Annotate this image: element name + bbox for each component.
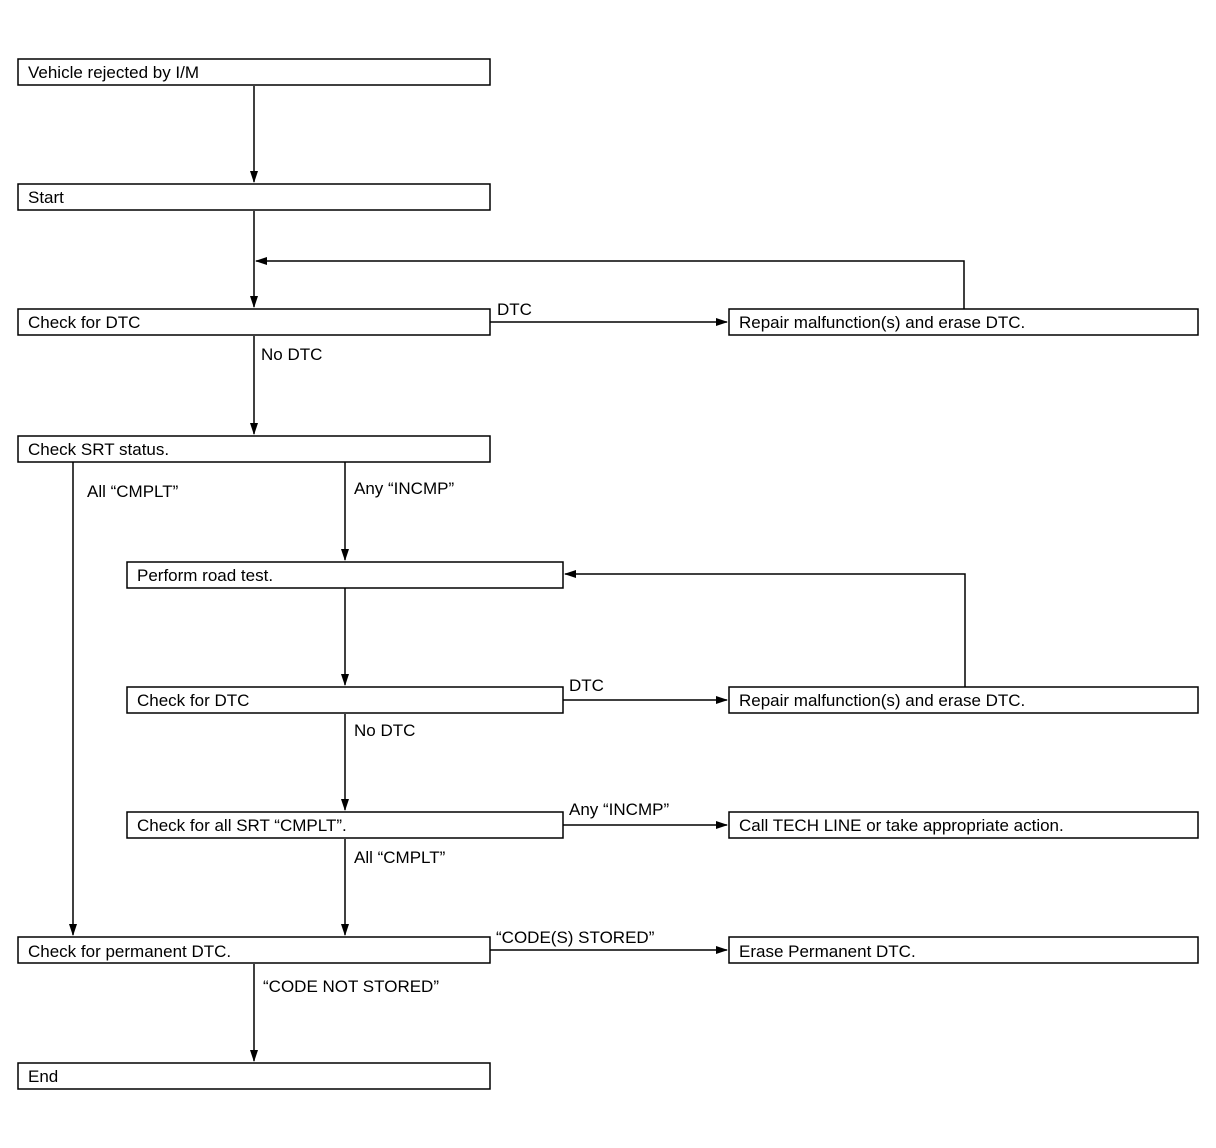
edge-label-any-incmp-1: Any “INCMP” [354, 479, 454, 498]
edge-label-no-dtc-1: No DTC [261, 345, 322, 364]
node-vehicle-rejected: Vehicle rejected by I/M [17, 58, 491, 86]
node-tech-line-label: Call TECH LINE or take appropriate actio… [739, 816, 1064, 835]
edge-label-no-dtc-2: No DTC [354, 721, 415, 740]
edge-label-any-incmp-2: Any “INCMP” [569, 800, 669, 819]
node-erase-permanent-label: Erase Permanent DTC. [739, 942, 916, 961]
node-start: Start [17, 183, 491, 211]
node-end-label: End [28, 1067, 58, 1086]
node-check-dtc-1: Check for DTC [17, 308, 491, 336]
node-check-all-srt-label: Check for all SRT “CMPLT”. [137, 816, 347, 835]
node-check-dtc-1-label: Check for DTC [28, 313, 140, 332]
node-check-srt-label: Check SRT status. [28, 440, 169, 459]
node-repair-2-label: Repair malfunction(s) and erase DTC. [739, 691, 1025, 710]
node-check-all-srt: Check for all SRT “CMPLT”. [126, 811, 564, 839]
node-repair-2: Repair malfunction(s) and erase DTC. [728, 686, 1199, 714]
edge-repair1-loop-back [255, 257, 965, 309]
node-repair-1-label: Repair malfunction(s) and erase DTC. [739, 313, 1025, 332]
node-road-test: Perform road test. [126, 561, 564, 589]
edge-label-all-cmplt-1: All “CMPLT” [87, 482, 179, 501]
edge-label-all-cmplt-2: All “CMPLT” [354, 848, 446, 867]
node-start-label: Start [28, 188, 64, 207]
node-erase-permanent: Erase Permanent DTC. [728, 936, 1199, 964]
edge-label-dtc-2: DTC [569, 676, 604, 695]
node-check-permanent-label: Check for permanent DTC. [28, 942, 231, 961]
node-tech-line: Call TECH LINE or take appropriate actio… [728, 811, 1199, 839]
node-vehicle-rejected-label: Vehicle rejected by I/M [28, 63, 199, 82]
edge-label-codes-stored: “CODE(S) STORED” [496, 928, 655, 947]
node-check-permanent: Check for permanent DTC. [17, 936, 491, 964]
node-check-dtc-2: Check for DTC [126, 686, 564, 714]
node-repair-1: Repair malfunction(s) and erase DTC. [728, 308, 1199, 336]
edge-label-code-not-stored: “CODE NOT STORED” [263, 977, 439, 996]
node-road-test-label: Perform road test. [137, 566, 273, 585]
node-check-srt: Check SRT status. [17, 435, 491, 463]
edge-repair2-loop-back [564, 570, 966, 687]
edge-label-dtc-1: DTC [497, 300, 532, 319]
node-check-dtc-2-label: Check for DTC [137, 691, 249, 710]
node-end: End [17, 1062, 491, 1090]
